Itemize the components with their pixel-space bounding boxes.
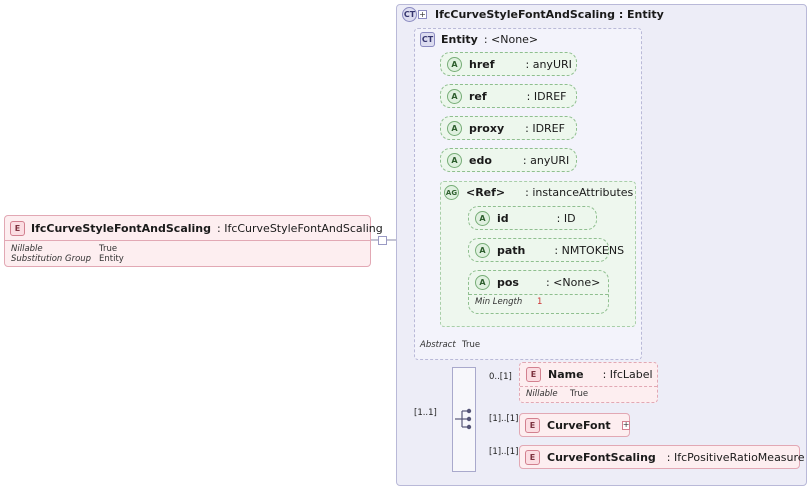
sequence-compositor[interactable] (452, 367, 476, 472)
root-element-name: IfcCurveStyleFontAndScaling (31, 221, 211, 235)
root-element-node[interactable]: E IfcCurveStyleFontAndScaling : IfcCurve… (4, 215, 383, 267)
child-cardinality-name: 0..[1] (489, 372, 512, 382)
attribute-name: href (469, 57, 495, 71)
child-name-nillable-value: True (570, 389, 589, 399)
attribute-node-proxy[interactable]: A proxy : IDREF (440, 116, 577, 140)
child-name-nillable: Nillable True (526, 389, 651, 399)
attribute-node-ref[interactable]: A ref : IDREF (440, 84, 577, 108)
attribute-name: pos (497, 276, 519, 289)
child-cardinality-curvefont: [1]..[1] (489, 414, 519, 424)
complextype-expander[interactable]: + (418, 9, 427, 19)
child-name: Name (548, 368, 584, 381)
child-element-curvefontscaling[interactable]: E CurveFontScaling : IfcPositiveRatioMea… (519, 445, 805, 469)
attribute-name: edo (469, 153, 492, 167)
attribute-pos-minlength-key: Min Length (475, 297, 523, 307)
attribute-type: : IDREF (526, 89, 567, 103)
sequence-cardinality: [1..1] (414, 408, 437, 418)
child-expander[interactable]: + (621, 420, 631, 430)
attribute-node-pos[interactable]: A pos : <None> Min Length 1 (468, 270, 609, 314)
element-badge: E (525, 449, 540, 465)
child-element-curvefont[interactable]: E CurveFont + (519, 413, 631, 437)
element-badge: E (526, 367, 541, 382)
base-type-abstract-value: True (462, 340, 481, 350)
base-type-header: CT Entity : <None> (420, 32, 538, 47)
attribute-type: : NMTOKENS (554, 243, 625, 257)
child-type: : IfcPositiveRatioMeasure (666, 450, 805, 464)
child-type: : IfcLabel (602, 368, 653, 381)
base-type-type: : <None> (483, 33, 539, 46)
attribute-node-id[interactable]: A id : ID (468, 206, 597, 230)
attribute-badge: A (475, 242, 490, 258)
attribute-name: ref (469, 89, 487, 103)
element-badge: E (10, 220, 25, 236)
attribute-node-href[interactable]: A href : anyURI (440, 52, 577, 76)
complextype-header: CT + IfcCurveStyleFontAndScaling : Entit… (402, 7, 664, 22)
attribute-name: path (497, 243, 526, 257)
attribute-group-type: : instanceAttributes (525, 186, 634, 199)
attribute-type: : anyURI (522, 153, 570, 167)
base-type-abstract: Abstract True (420, 340, 480, 350)
base-type-name: Entity (441, 33, 478, 46)
root-prop-nillable-value: True (99, 244, 118, 254)
attribute-type: : anyURI (525, 57, 572, 71)
base-type-abstract-key: Abstract (420, 340, 456, 350)
base-type-badge: CT (420, 32, 435, 47)
root-prop-nillable: Nillable True (11, 244, 364, 254)
root-prop-subgroup: Substitution Group Entity (11, 254, 364, 264)
attribute-name: proxy (469, 121, 505, 135)
attribute-badge: A (475, 210, 490, 226)
attribute-pos-minlength: Min Length 1 (475, 297, 602, 307)
complextype-badge: CT (402, 7, 417, 22)
root-prop-subgroup-value: Entity (99, 254, 124, 264)
attribute-badge: A (447, 56, 462, 72)
attribute-group-header[interactable]: AG <Ref> : instanceAttributes (444, 185, 633, 200)
attribute-badge: A (475, 275, 490, 290)
child-name: CurveFont (547, 418, 611, 432)
root-prop-nillable-key: Nillable (11, 244, 43, 254)
attribute-node-edo[interactable]: A edo : anyURI (440, 148, 577, 172)
attribute-node-path[interactable]: A path : NMTOKENS (468, 238, 624, 262)
attribute-name: id (497, 211, 509, 225)
attribute-badge: A (447, 88, 462, 104)
child-cardinality-curvefontscaling: [1]..[1] (489, 447, 519, 457)
attribute-badge: A (447, 120, 462, 136)
complextype-title: IfcCurveStyleFontAndScaling : Entity (435, 8, 664, 21)
attribute-pos-minlength-value: 1 (537, 297, 543, 307)
child-name: CurveFontScaling (547, 450, 656, 464)
attribute-badge: A (447, 152, 462, 168)
sequence-icon (455, 408, 472, 430)
attribute-type: : ID (556, 211, 576, 225)
root-element-type: : IfcCurveStyleFontAndScaling (217, 221, 383, 235)
child-element-name[interactable]: E Name : IfcLabel Nillable True (519, 362, 658, 403)
root-prop-subgroup-key: Substitution Group (11, 254, 92, 264)
element-badge: E (525, 417, 540, 433)
attribute-type: : IDREF (525, 121, 565, 135)
child-name-nillable-key: Nillable (526, 389, 558, 399)
attribute-group-badge: AG (444, 185, 459, 200)
attribute-type: : <None> (545, 276, 601, 289)
attribute-group-name: <Ref> (466, 186, 506, 199)
connector-stub (378, 236, 387, 245)
